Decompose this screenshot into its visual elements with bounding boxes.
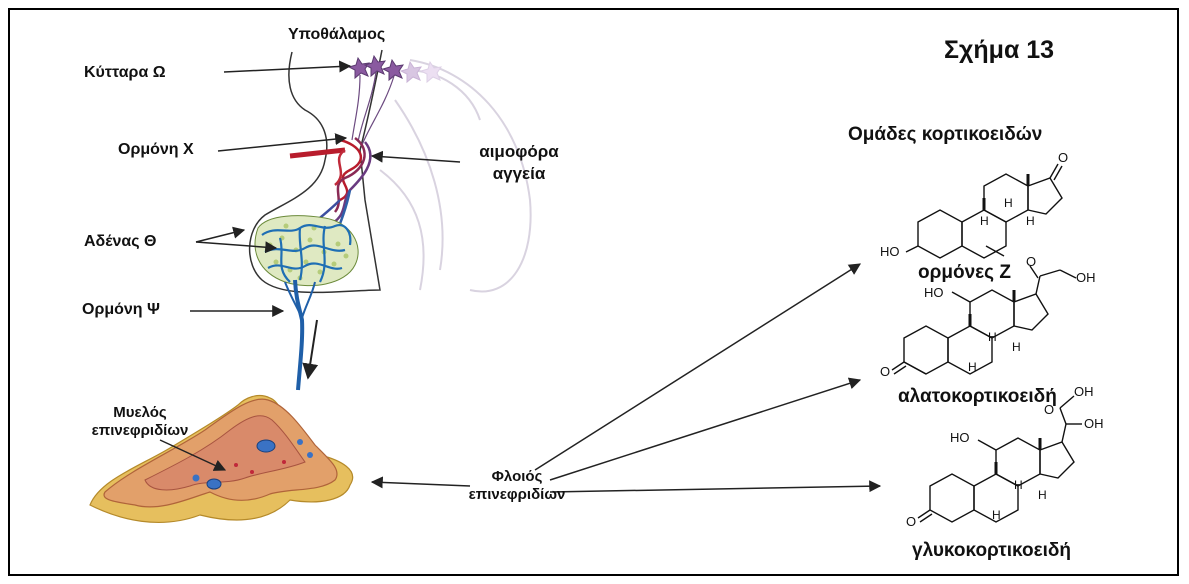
atom-h-1c: H [1026, 214, 1035, 228]
label-hypothalamus: Υποθάλαμος [288, 26, 385, 44]
atom-h-2c: H [968, 360, 977, 374]
artery-stub [290, 150, 345, 156]
label-cells-omega: Κύτταρα Ω [84, 64, 166, 82]
corticoids-heading: Ομάδες κορτικοειδών [848, 124, 1042, 146]
atom-h-3c: H [992, 508, 1001, 522]
label-hormone-psi: Ορμόνη Ψ [82, 301, 160, 319]
label-cortex-line2: επινεφριδίων [462, 486, 572, 503]
atom-o-2a: O [1026, 254, 1036, 269]
atom-ho-1: HO [880, 244, 900, 259]
label-hormones-z: ορμόνες Ζ [918, 262, 1011, 284]
label-cortex-line1: Φλοιός [462, 468, 572, 485]
label-hormone-x: Ορμόνη Χ [118, 141, 194, 159]
atom-o-3b: O [906, 514, 916, 529]
cortex-arrows [535, 264, 880, 492]
steroid-structure-3 [918, 396, 1082, 522]
label-mineralocorticoids: αλατοκορτικοειδή [898, 386, 1057, 408]
down-arrow [308, 320, 317, 378]
atom-o-2b: O [880, 364, 890, 379]
label-blood-vessels-line2: αγγεία [464, 164, 574, 184]
atom-oh-3a: OH [1074, 384, 1094, 399]
label-gland-theta: Αδένας Θ [84, 233, 156, 251]
outflow-vessel [285, 280, 315, 390]
label-blood-vessels-line1: αιμοφόρα [464, 142, 574, 162]
atom-ho-2: HO [924, 285, 944, 300]
atom-h-2a: H [988, 330, 997, 344]
figure-title: Σχήμα 13 [944, 36, 1054, 65]
label-medulla-line1: Μυελός [70, 404, 210, 421]
atom-o-1: O [1058, 150, 1068, 165]
atom-oh-3b: OH [1084, 416, 1104, 431]
atom-h-3b: H [1038, 488, 1047, 502]
label-glucocorticoids: γλυκοκορτικοειδή [912, 540, 1071, 562]
gland-theta-body [255, 216, 358, 286]
atom-h-1b: H [980, 214, 989, 228]
atom-ho-3: HO [950, 430, 970, 445]
atom-h-1a: H [1004, 196, 1013, 210]
atom-h-2b: H [1012, 340, 1021, 354]
label-medulla-line2: επινεφριδίων [70, 422, 210, 439]
hypothalamus-neurons [349, 56, 441, 82]
atom-oh-2: OH [1076, 270, 1096, 285]
steroid-structure-1 [906, 164, 1062, 258]
atom-h-3a: H [1014, 478, 1023, 492]
neuron-axons [352, 72, 394, 145]
